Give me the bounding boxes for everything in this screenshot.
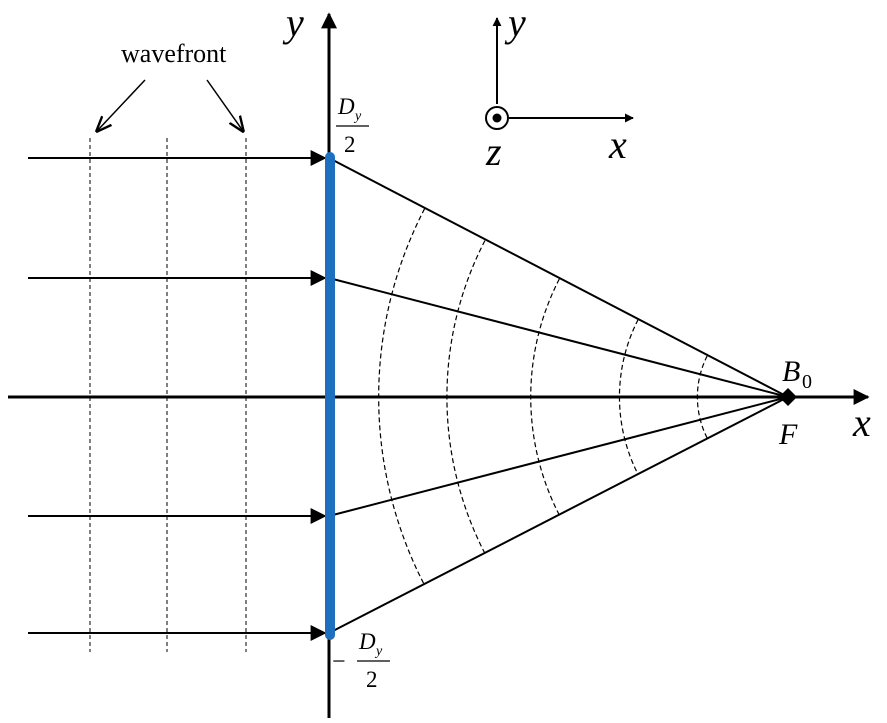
wavefront-label: wavefront [121, 39, 227, 68]
focus-f-label: F [778, 418, 798, 451]
y-axis-label: y [282, 0, 304, 45]
focus-point-marker [779, 388, 797, 406]
inset-x-label: x [608, 122, 627, 167]
top-limit-d: D [337, 94, 355, 119]
wavefront-pointer-left [97, 79, 146, 131]
inset-z-label: z [485, 129, 502, 174]
converging-wavefronts [378, 208, 708, 586]
wavefront-arc-3 [530, 278, 560, 516]
bottom-limit-minus: − [332, 649, 346, 675]
wavefront-arc-1 [378, 208, 426, 586]
inset-y-label: y [504, 0, 526, 45]
x-axis-label: x [852, 400, 871, 445]
converging-ray-2 [328, 277, 789, 398]
bottom-limit-den: 2 [366, 667, 378, 692]
wavefront-arc-2 [446, 240, 486, 554]
inset-z-circle [485, 106, 509, 130]
wavefront-arc-5 [696, 355, 708, 439]
inset-axes [485, 17, 634, 130]
converging-ray-1 [328, 157, 789, 398]
wavefront-pointer-right [206, 79, 243, 131]
focus-b-label: B [782, 355, 800, 388]
bottom-limit-label: − D y 2 [332, 629, 390, 692]
top-limit-sub: y [353, 109, 362, 124]
focus-b-sub: 0 [802, 371, 812, 393]
inset-z-dot [492, 113, 502, 123]
wavefront-arc-4 [618, 319, 639, 475]
top-limit-den: 2 [344, 132, 356, 157]
converging-ray-3 [328, 396, 789, 517]
bottom-limit-d: D [358, 629, 376, 654]
top-limit-label: D y 2 [336, 94, 369, 157]
converging-ray-4 [328, 396, 789, 634]
bottom-limit-sub: y [374, 644, 383, 659]
